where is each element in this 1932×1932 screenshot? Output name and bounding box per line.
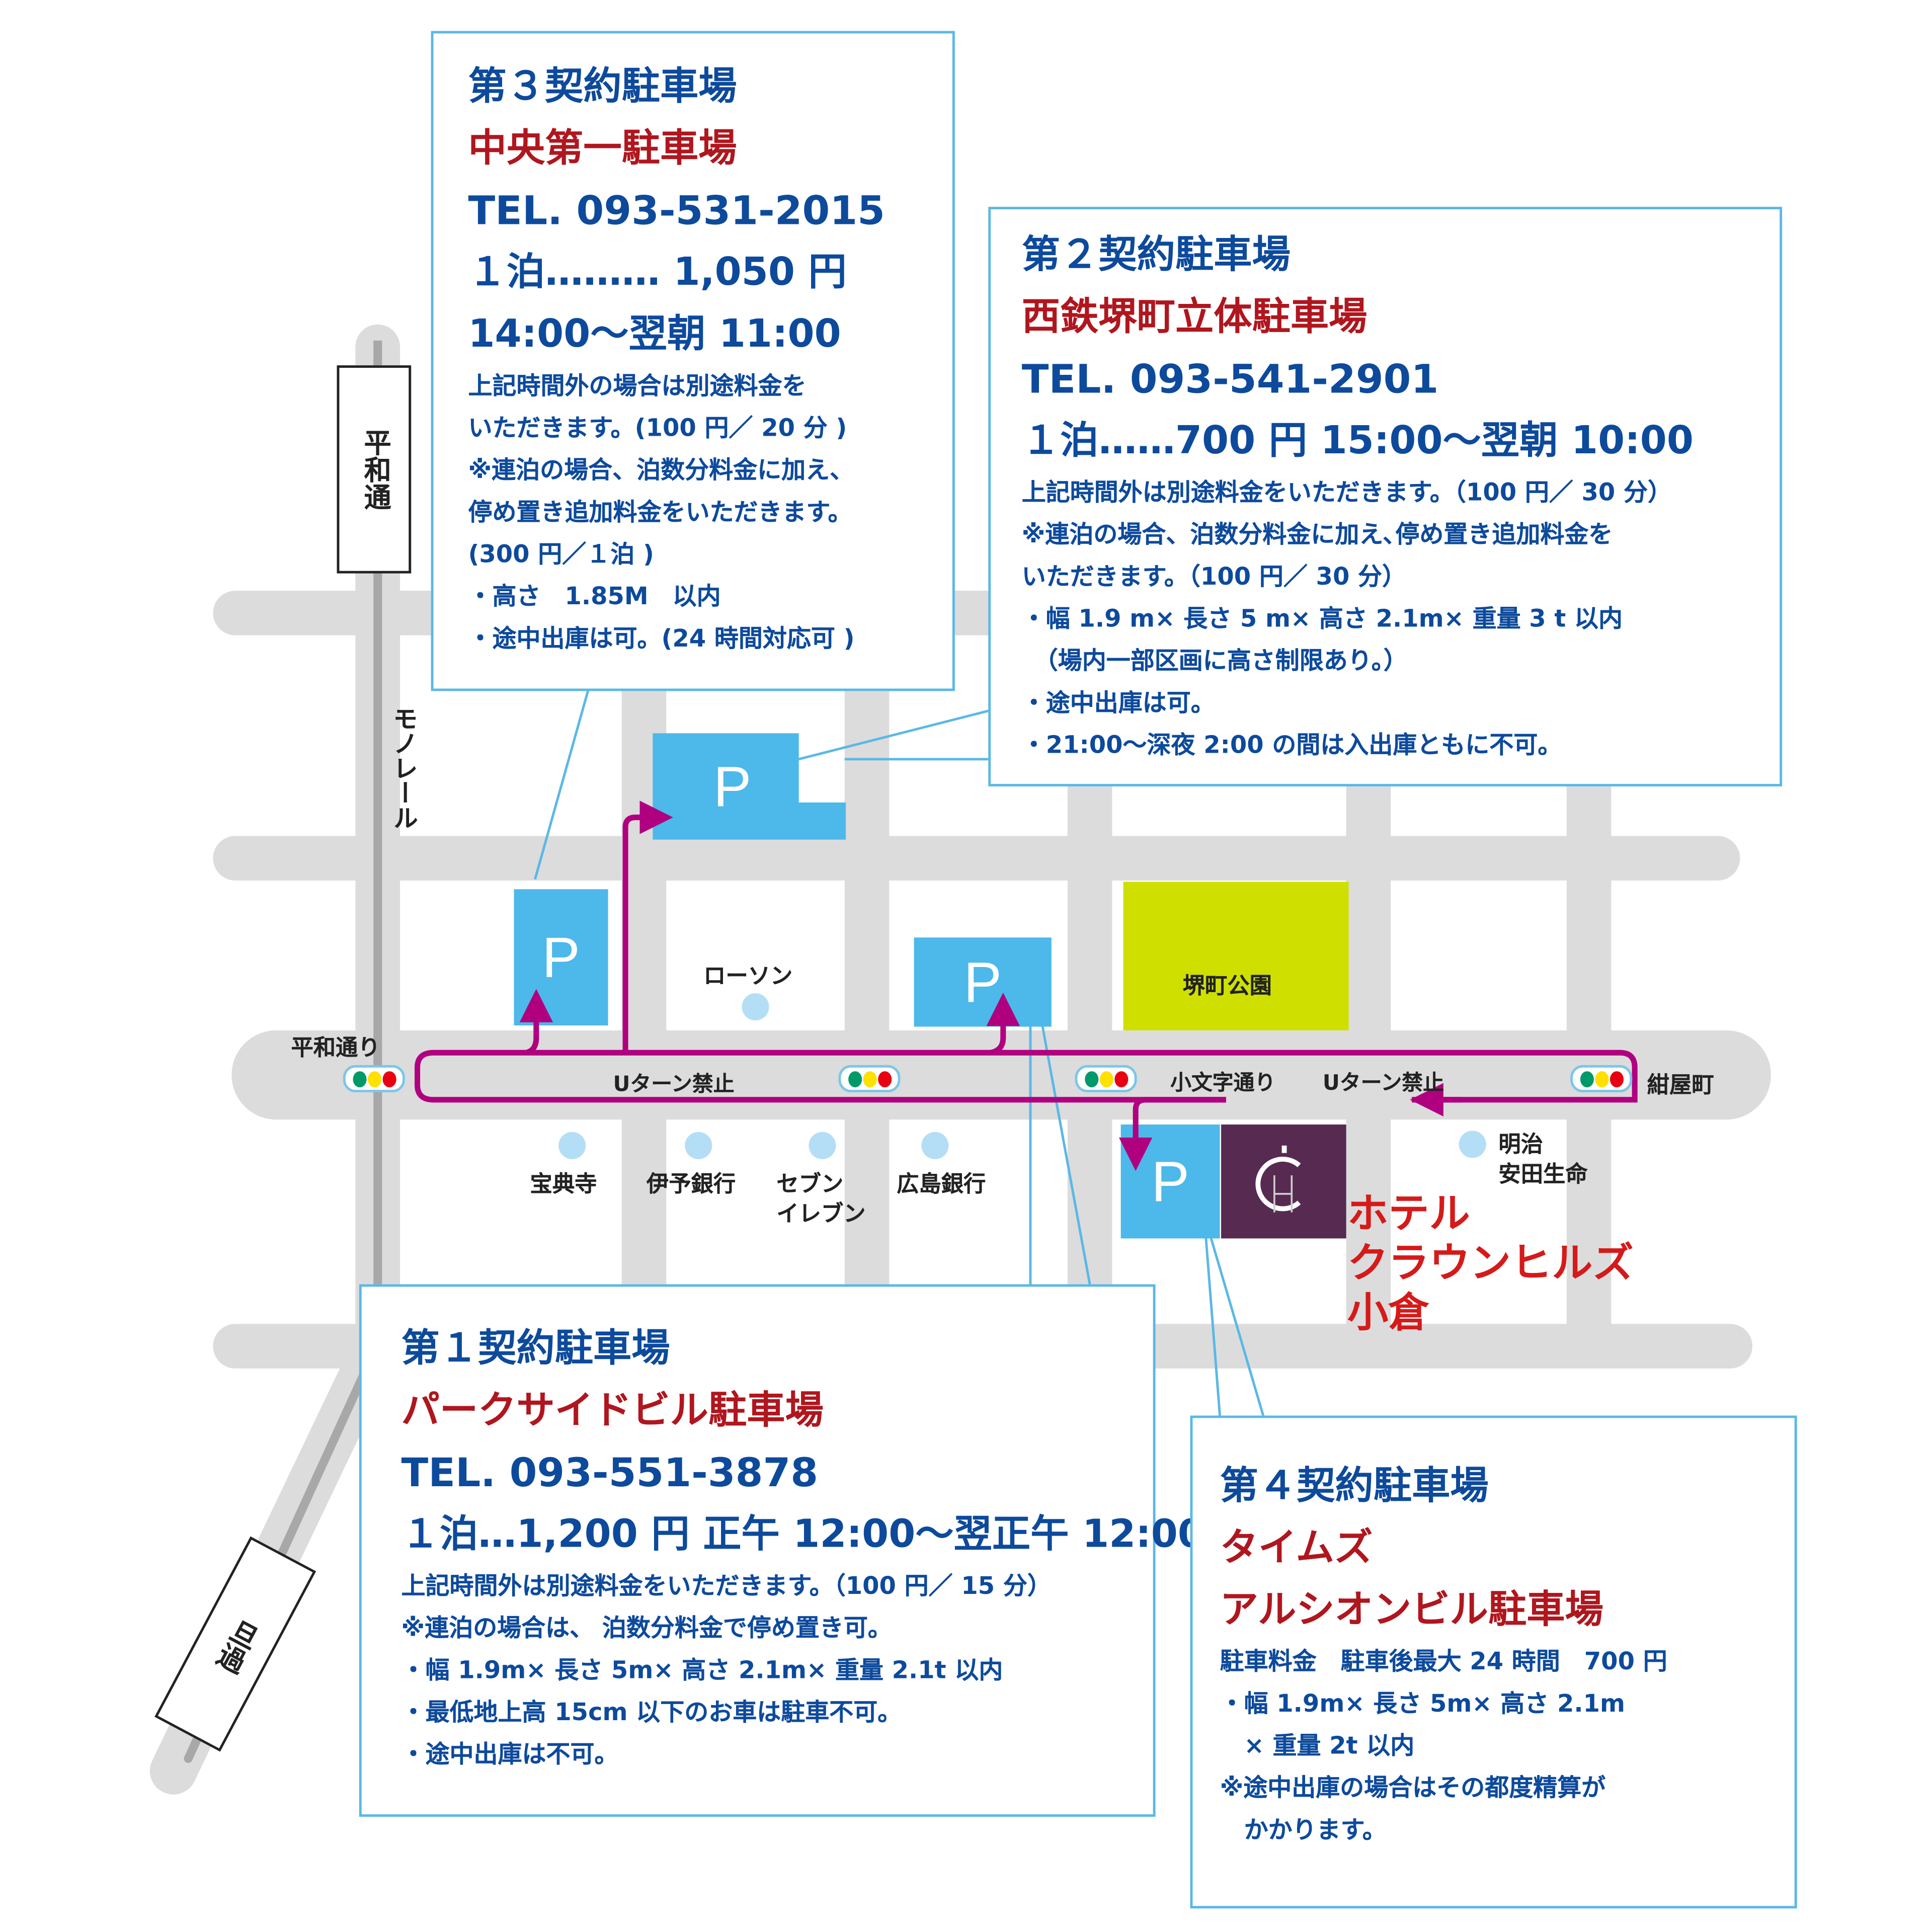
lot3-note: ・高さ 1.85M 以内 xyxy=(468,582,721,611)
traffic-signal-icon xyxy=(1570,1065,1633,1093)
lawson-label: ローソン xyxy=(703,963,793,990)
u-turn-label: Uターン禁止 xyxy=(613,1072,735,1097)
meiji-yasuda-label: 安田生命 xyxy=(1498,1161,1588,1188)
parking-lot1-marker[interactable]: P xyxy=(914,937,1052,1027)
lawson-marker xyxy=(742,993,769,1021)
lot2-tel[interactable]: TEL. 093-541-2901 xyxy=(1021,355,1439,403)
lot4-name: アルシオンビル駐車場 xyxy=(1220,1587,1603,1633)
lot2-price: １泊……700 円 15:00〜翌朝 10:00 xyxy=(1021,418,1694,463)
lot4-title: 第４契約駐車場 xyxy=(1220,1464,1489,1509)
lot3-title: 第３契約駐車場 xyxy=(468,64,737,109)
lot4-note: ※途中出庫の場合はその都度精算が xyxy=(1220,1773,1606,1802)
lot2-note: ・幅 1.9 m× 長さ 5 m× 高さ 2.1m× 重量 3 t 以内 xyxy=(1021,604,1623,633)
lot3-note: (300 円／１泊 ) xyxy=(468,540,654,569)
lot3-tel[interactable]: TEL. 093-531-2015 xyxy=(468,187,885,234)
traffic-signal-icon xyxy=(343,1065,405,1093)
u-turn-label: Uターン禁止 xyxy=(1322,1071,1444,1096)
hotel-building[interactable] xyxy=(1221,1124,1346,1239)
lot1-note: ・最低地上高 15cm 以下のお車は駐車不可。 xyxy=(401,1698,902,1727)
parking-lot2-marker[interactable] xyxy=(653,733,846,840)
seven-eleven-label: セブン xyxy=(776,1171,844,1198)
lot1-price: １泊…1,200 円 正午 12:00〜翌正午 12:00 xyxy=(401,1512,1205,1557)
lot4-name: タイムズ xyxy=(1220,1525,1373,1571)
lot4-note: × 重量 2t 以内 xyxy=(1220,1731,1415,1760)
lot3-note: ・途中出庫は可。(24 時間対応可 ) xyxy=(468,624,855,653)
traffic-signal-icon xyxy=(838,1065,901,1093)
lot4-info-box: 第４契約駐車場 タイムズ アルシオンビル駐車場 駐車料金 駐車後最大 24 時間… xyxy=(1190,1415,1797,1909)
lot2-note: 上記時間外は別途料金をいただきます。（100 円／ 30 分） xyxy=(1021,478,1672,507)
lot1-note: 上記時間外は別途料金をいただきます。（100 円／ 15 分） xyxy=(401,1571,1052,1600)
lot2-note: ・21:00〜深夜 2:00 の間は入出庫ともに不可。 xyxy=(1021,731,1562,759)
parking-lot3-marker[interactable]: P xyxy=(514,889,608,1026)
lot1-name: パークサイドビル駐車場 xyxy=(401,1388,824,1433)
komonji-dori-label: 小文字通り xyxy=(1170,1071,1276,1096)
lot3-note: 上記時間外の場合は別途料金を xyxy=(468,371,807,400)
lot3-note: 停め置き追加料金をいただきます。 xyxy=(468,498,852,527)
konyamachi-label: 紺屋町 xyxy=(1647,1072,1714,1099)
lot2-info-box: 第２契約駐車場 西鉄堺町立体駐車場 TEL. 093-541-2901 １泊……… xyxy=(988,207,1783,787)
lot4-note: 駐車料金 駐車後最大 24 時間 700 円 xyxy=(1220,1647,1667,1676)
hotel-name-line: 小倉 xyxy=(1347,1287,1429,1336)
lot4-note: かかります。 xyxy=(1220,1815,1387,1844)
lot1-note: ※連泊の場合は、 泊数分料金で停め置き可。 xyxy=(401,1614,892,1642)
sakaimachi-park xyxy=(1123,881,1349,1030)
hotel-name-line: ホテル xyxy=(1347,1189,1470,1238)
lot3-name: 中央第一駐車場 xyxy=(468,126,737,171)
lot2-note: （場内一部区画に高さ制限あり。） xyxy=(1021,646,1408,675)
park-label: 堺町公園 xyxy=(1182,973,1272,1000)
road xyxy=(213,836,1740,881)
lot3-price: １泊……… 1,050 円 xyxy=(468,250,847,295)
lot2-note: ・途中出庫は可。 xyxy=(1021,688,1215,717)
lot1-tel[interactable]: TEL. 093-551-3878 xyxy=(401,1448,819,1496)
seven-eleven-marker xyxy=(809,1132,836,1159)
traffic-signal-icon xyxy=(1075,1065,1137,1093)
lot4-note: ・幅 1.9m× 長さ 5m× 高さ 2.1m xyxy=(1220,1689,1626,1718)
lot1-note: ・幅 1.9m× 長さ 5m× 高さ 2.1m× 重量 2.1t 以内 xyxy=(401,1656,1003,1684)
hotenji-label: 宝典寺 xyxy=(530,1171,597,1198)
lot2-note: いただきます。（100 円／ 30 分） xyxy=(1021,562,1407,591)
monorail-label: モノレール xyxy=(388,706,419,830)
lot3-note: ※連泊の場合、泊数分料金に加え、 xyxy=(468,455,854,485)
iyo-bank-marker xyxy=(685,1132,712,1159)
lot3-info-box: 第３契約駐車場 中央第一駐車場 TEL. 093-531-2015 １泊……… … xyxy=(431,31,955,691)
hiroshima-bank-marker xyxy=(921,1132,949,1159)
parking-lot4-marker[interactable]: P xyxy=(1120,1124,1220,1239)
hiroshima-bank-label: 広島銀行 xyxy=(897,1171,986,1198)
lot2-title: 第２契約駐車場 xyxy=(1021,232,1291,278)
hotel-name-line: クラウンヒルズ xyxy=(1347,1238,1634,1287)
lot2-note: ※連泊の場合、泊数分料金に加え､停め置き追加料金を xyxy=(1021,520,1613,549)
seven-eleven-label: イレブン xyxy=(776,1201,866,1228)
meiji-yasuda-label: 明治 xyxy=(1498,1132,1544,1158)
hotel-name: ホテル クラウンヒルズ 小倉 xyxy=(1347,1189,1634,1337)
lot3-note: いただきます。(100 円／ 20 分 ) xyxy=(468,414,847,442)
meiji-yasuda-marker xyxy=(1459,1131,1486,1158)
heiwa-dori-label: 平和通り xyxy=(291,1035,380,1062)
hotenji-marker xyxy=(558,1132,586,1159)
lot1-title: 第１契約駐車場 xyxy=(401,1326,670,1371)
heiwa-dori-sign: 平和通 xyxy=(337,365,412,574)
lot3-hours: 14:00〜翌朝 11:00 xyxy=(468,312,841,357)
lot1-note: ・途中出庫は不可。 xyxy=(401,1740,619,1769)
lot1-info-box: 第１契約駐車場 パークサイドビル駐車場 TEL. 093-551-3878 １泊… xyxy=(359,1284,1205,1817)
parking-lot2-symbol: P xyxy=(713,754,752,819)
hotel-logo-icon xyxy=(1255,1145,1301,1213)
lot2-name: 西鉄堺町立体駐車場 xyxy=(1021,294,1367,340)
iyo-bank-label: 伊予銀行 xyxy=(646,1171,736,1198)
